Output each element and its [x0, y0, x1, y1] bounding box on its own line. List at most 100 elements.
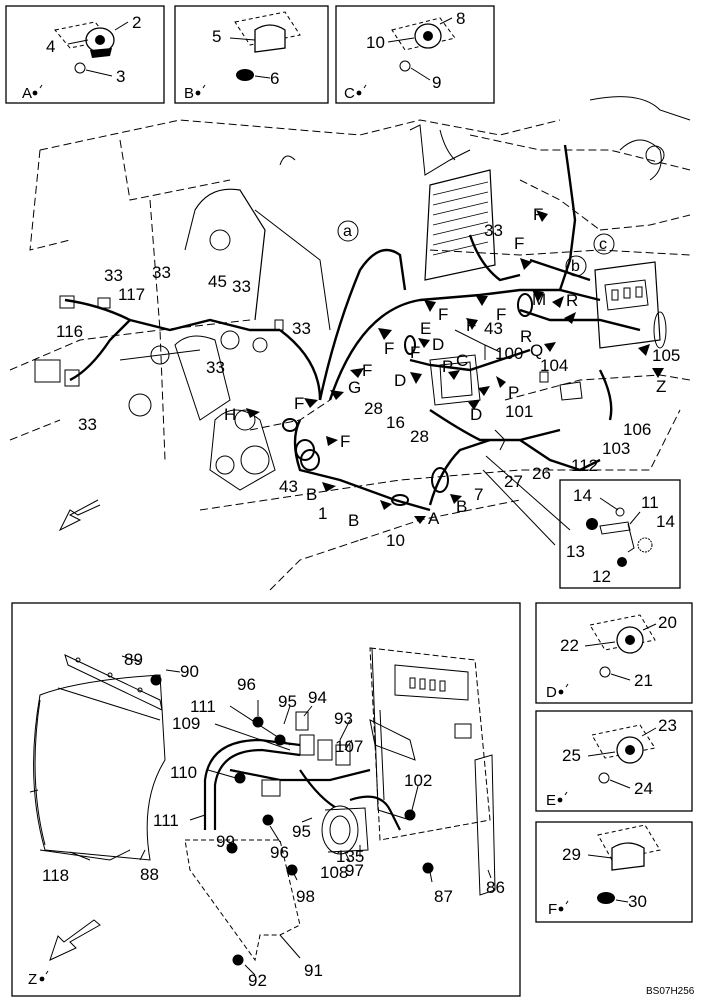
inset-e-label-1: 23	[658, 716, 677, 735]
inset-a-caption: A	[22, 85, 32, 102]
label-103: 103	[602, 439, 630, 458]
label-99: 99	[216, 832, 235, 851]
label-f-6: F	[384, 339, 394, 358]
label-97: 97	[345, 861, 364, 880]
label-43-b: 43	[279, 477, 298, 496]
label-135: 135	[336, 847, 364, 866]
label-105: 105	[652, 346, 680, 365]
label-d-2: D	[394, 371, 406, 390]
inset-detail-e: 23 25 24 E	[535, 710, 693, 812]
label-b-2: B	[348, 511, 359, 530]
label-26: 26	[532, 464, 551, 483]
label-27: 27	[504, 472, 523, 491]
bracket-label-14-a: 14	[573, 486, 592, 505]
label-b-1: B	[306, 485, 317, 504]
label-104: 104	[540, 356, 568, 375]
inset-c-label-2: 10	[366, 33, 385, 52]
connector-a: a	[343, 223, 352, 240]
label-33-e: 33	[206, 358, 225, 377]
label-96-a: 96	[237, 675, 256, 694]
inset-f-caption: F	[548, 901, 557, 918]
inset-d-label-3: 21	[634, 671, 653, 690]
inset-detail-c: 8 10 9 C	[335, 5, 495, 104]
label-43-a: 43	[484, 319, 503, 338]
inset-e-caption: E	[546, 792, 556, 809]
connector-c: c	[599, 236, 607, 253]
inset-a-label-2: 4	[46, 37, 55, 56]
label-33-f: 33	[78, 415, 97, 434]
label-87: 87	[434, 887, 453, 906]
flag-arrows	[246, 210, 664, 524]
view-z-caption: Z	[28, 971, 37, 988]
inset-f-label-1: 29	[562, 845, 581, 864]
label-28-a: 28	[364, 399, 383, 418]
label-f-2: F	[514, 234, 524, 253]
label-f-8: F	[362, 361, 372, 380]
bracket-label-12: 12	[592, 567, 611, 586]
label-f-65: F	[410, 343, 420, 362]
label-1: 1	[318, 504, 327, 523]
inset-detail-a: 2 4 3 A	[5, 5, 165, 104]
label-d-3: D	[470, 405, 482, 424]
label-92: 92	[248, 971, 267, 990]
label-f-10: F	[294, 394, 304, 413]
bracket-label-13: 13	[566, 542, 585, 561]
label-z-direction: Z	[656, 377, 666, 396]
inset-a-label-3: 3	[116, 67, 125, 86]
label-7: 7	[474, 485, 483, 504]
inset-d-label-2: 22	[560, 636, 579, 655]
main-harness-view	[9, 96, 691, 591]
label-86: 86	[486, 878, 505, 897]
label-88: 88	[140, 865, 159, 884]
label-33-c: 33	[232, 277, 251, 296]
inset-c-caption: C	[344, 85, 355, 102]
label-g: G	[348, 378, 361, 397]
label-16: 16	[386, 413, 405, 432]
inset-d-label-1: 20	[658, 613, 677, 632]
inset-e-label-2: 25	[562, 746, 581, 765]
label-m: M	[532, 290, 546, 309]
label-33-g: 33	[484, 221, 503, 240]
inset-b-caption: B	[184, 85, 194, 102]
inset-c-label-3: 9	[432, 73, 441, 92]
label-95-b: 95	[292, 822, 311, 841]
label-102: 102	[404, 771, 432, 790]
label-33-d: 33	[292, 319, 311, 338]
view-z-detail	[11, 602, 521, 997]
label-108: 108	[320, 863, 348, 882]
label-33-b: 33	[152, 263, 171, 282]
label-116: 116	[56, 322, 83, 341]
drawing-code: BS07H256	[646, 986, 695, 997]
label-33-a: 33	[104, 266, 123, 285]
label-96-b: 96	[270, 843, 289, 862]
label-10: 10	[386, 531, 405, 550]
inset-detail-b: 5 6 B	[174, 5, 329, 104]
label-95-a: 95	[278, 692, 297, 711]
bracket-label-11: 11	[641, 493, 659, 512]
label-110: 110	[170, 763, 197, 782]
label-f-4: F	[496, 305, 506, 324]
inset-detail-f: 29 30 F	[535, 821, 693, 923]
label-h: H	[224, 405, 236, 424]
label-117: 117	[118, 285, 145, 304]
label-109: 109	[172, 714, 200, 733]
label-f-1: F	[533, 205, 543, 224]
label-111-b: 111	[153, 811, 179, 830]
label-45: 45	[208, 272, 227, 291]
label-111-a: 111	[190, 697, 216, 716]
label-q: Q	[530, 341, 543, 360]
view-z-labels: 89 90 96 95 94 111 109 93 107 110 102 11…	[28, 650, 505, 990]
bracket-detail: 14 11 13 14 12	[559, 479, 681, 589]
bracket-label-14-b: 14	[656, 512, 675, 531]
label-118: 118	[42, 866, 69, 885]
label-p-1: P	[442, 357, 453, 376]
label-f-3: F	[438, 305, 448, 324]
label-90: 90	[180, 662, 199, 681]
inset-b-label-2: 6	[270, 69, 279, 88]
inset-f-label-2: 30	[628, 892, 647, 911]
label-r-1: R	[566, 291, 578, 310]
label-93: 93	[334, 709, 353, 728]
label-28-b: 28	[410, 427, 429, 446]
label-f-11: F	[340, 432, 350, 451]
label-112: 112	[571, 456, 598, 475]
